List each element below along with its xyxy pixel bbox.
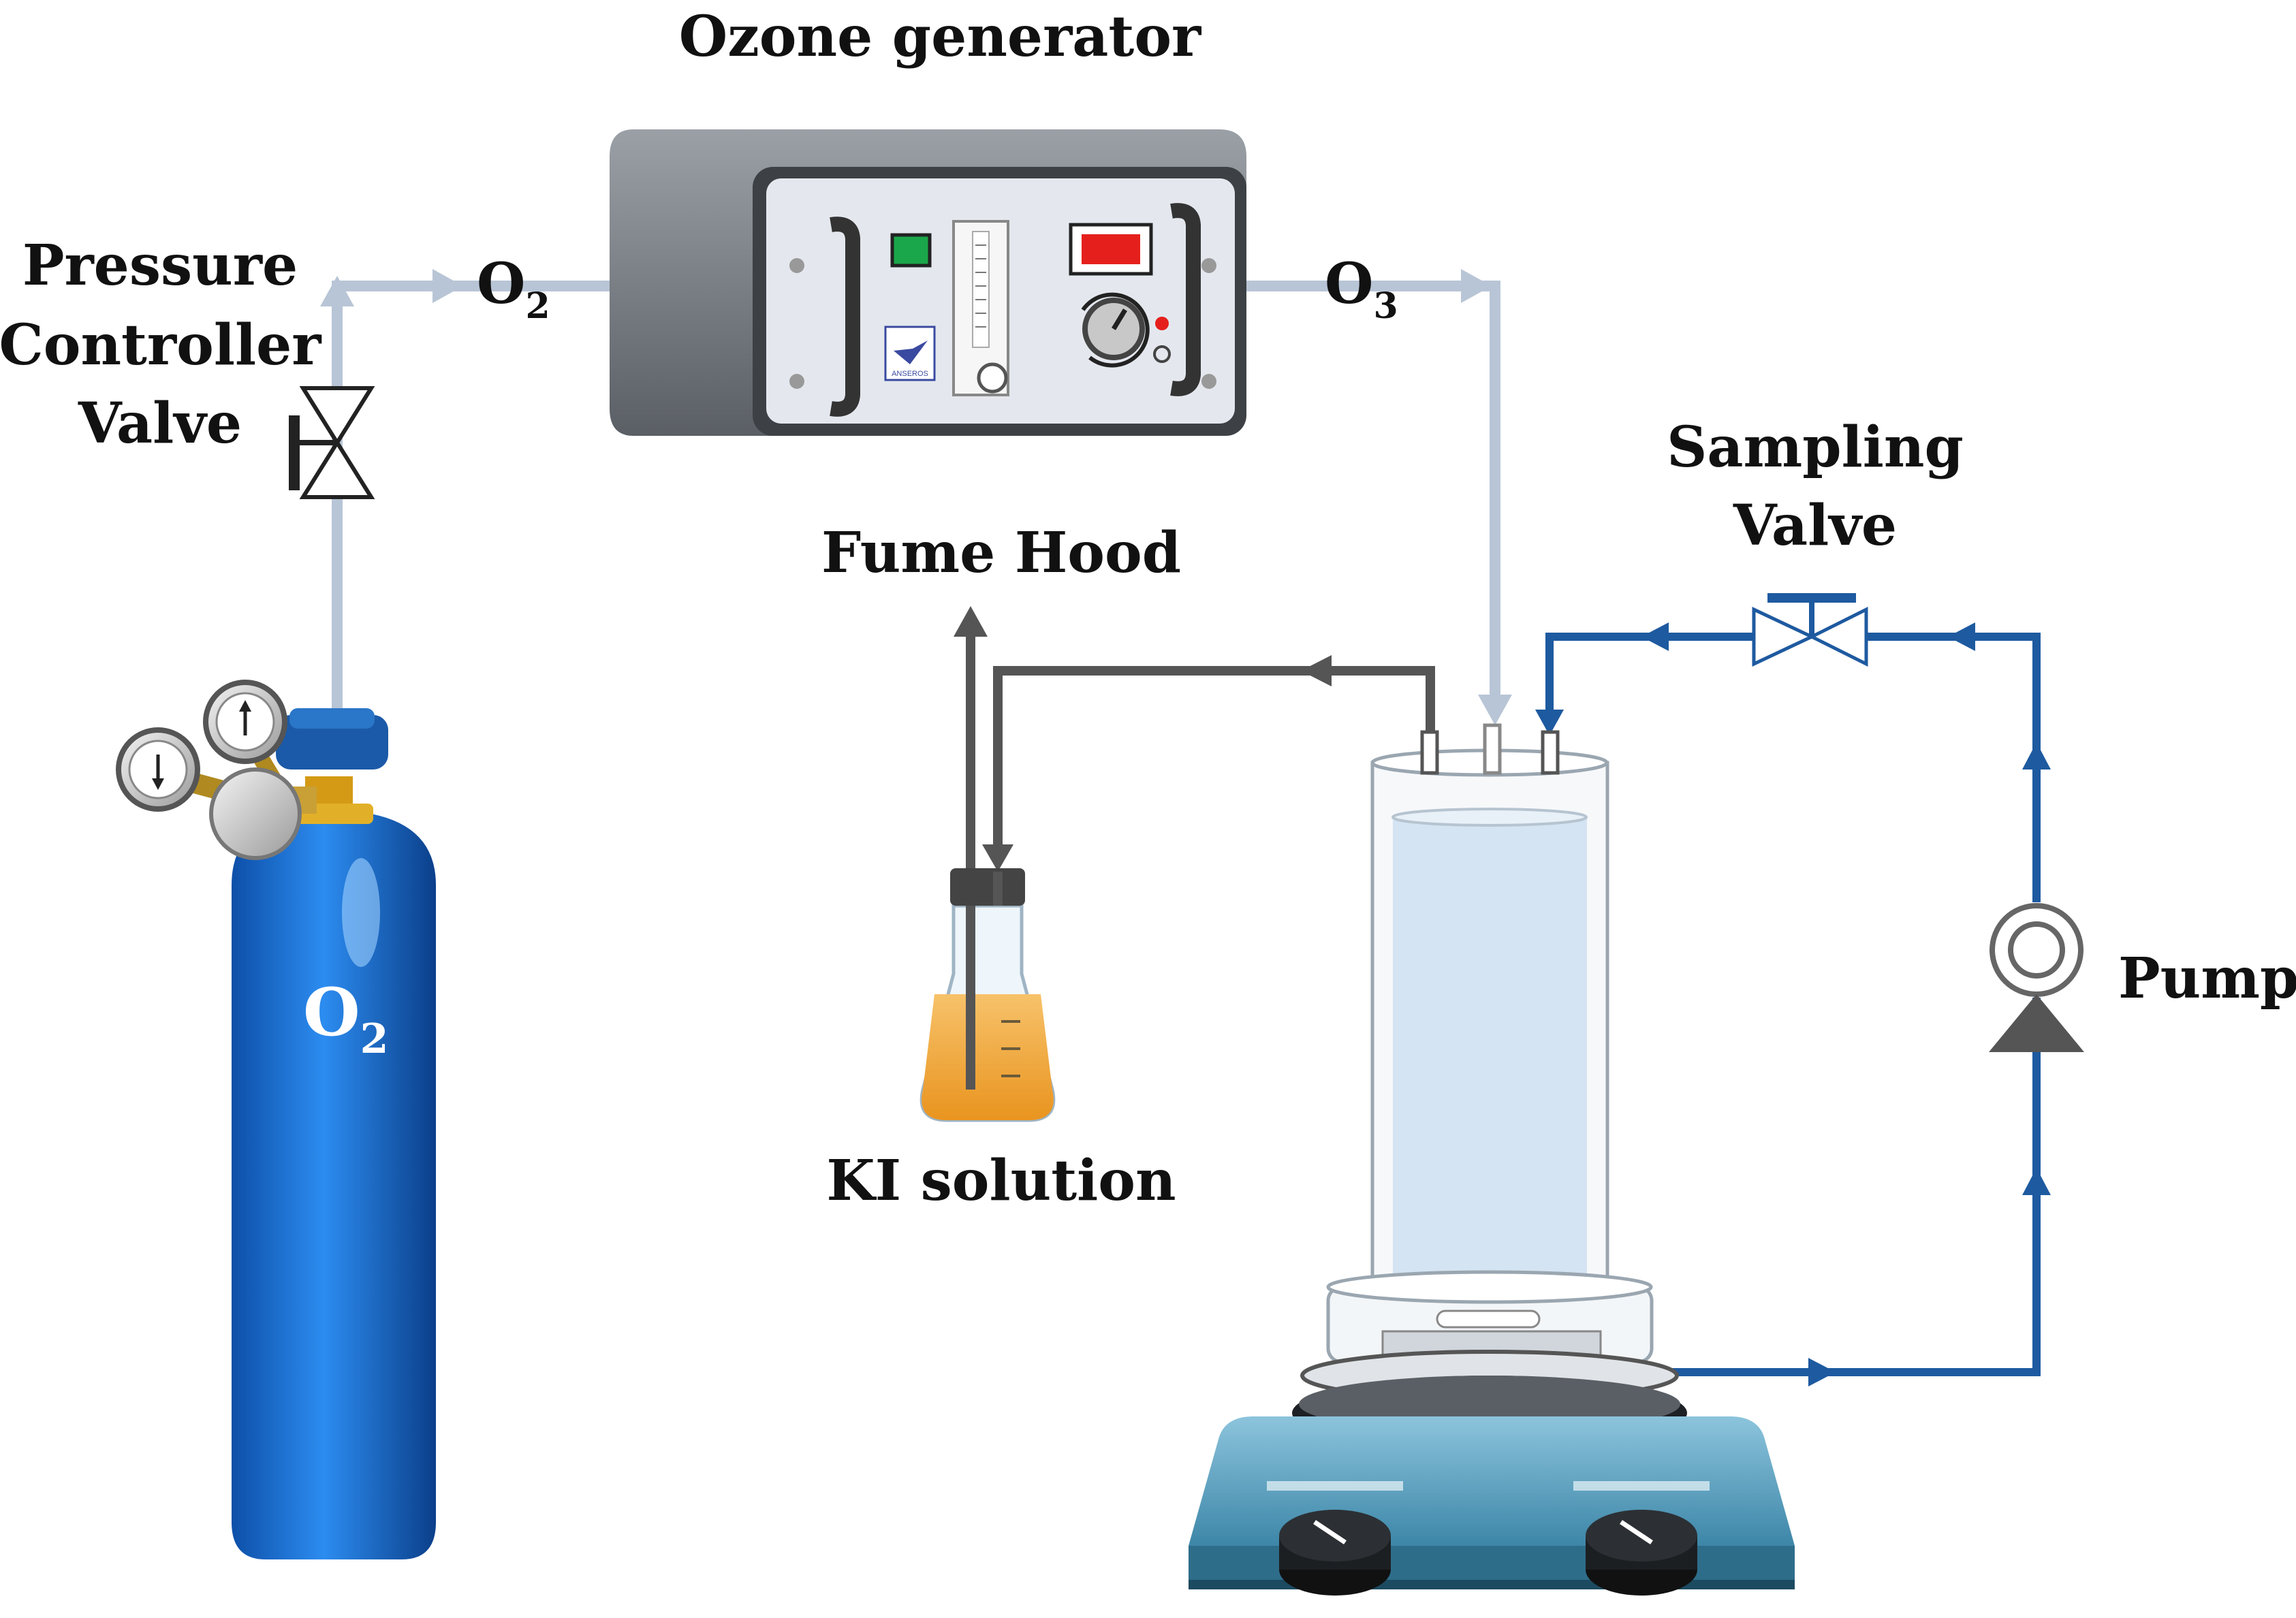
pressure-gauge-right-icon	[209, 767, 302, 860]
right-handle-icon	[1170, 203, 1201, 396]
loop-arrow-left-left	[1641, 622, 1669, 651]
pressure-valve-label-line3: Valve	[78, 391, 242, 456]
stirrer-knob-right[interactable]	[1586, 1510, 1697, 1596]
brand-text: ANSEROS	[892, 370, 928, 378]
o3-line-label: O3	[1325, 251, 1398, 327]
o2-line-label: O2	[477, 251, 550, 327]
loop-arrow-down	[1535, 710, 1564, 735]
oxygen-cylinder	[116, 680, 436, 1559]
o2-flow-arrow-up	[320, 276, 354, 306]
pump-label: Pump	[2118, 946, 2296, 1011]
magnetic-stirrer	[1189, 1376, 1795, 1596]
exhaust-arrow-down	[982, 844, 1013, 872]
loop-arrow-right-bottom	[1808, 1358, 1836, 1386]
o3-flow-arrow-down	[1478, 695, 1512, 725]
loop-arrow-left-right	[1948, 622, 1975, 651]
sampling-valve-label-line1: Sampling	[1667, 415, 1964, 480]
pressure-valve-label-line2: Controller	[0, 313, 322, 378]
sampling-valve-label-line2: Valve	[1733, 493, 1897, 558]
pressure-controller-valve[interactable]	[289, 386, 375, 499]
pressure-valve-label-line1: Pressure	[22, 233, 298, 298]
ki-flask	[919, 868, 1056, 1122]
pump[interactable]	[1989, 903, 2084, 1052]
ozone-generator: ANSEROS	[610, 129, 1246, 436]
fume-hood-arrow-up	[954, 606, 988, 637]
oxygen-feed-line	[332, 281, 613, 708]
exhaust-arrow-left	[1301, 655, 1332, 686]
left-handle-icon	[830, 217, 860, 417]
recirculation-loop	[1545, 633, 2041, 1376]
loop-arrow-up-upper	[2022, 742, 2051, 770]
ki-solution-label: KI solution	[826, 1148, 1176, 1214]
o2-flow-arrow-right	[433, 269, 463, 303]
ozone-generator-label: Ozone generator	[679, 4, 1202, 69]
loop-arrow-up-lower	[2022, 1168, 2051, 1195]
stirrer-knob-left[interactable]	[1279, 1510, 1391, 1596]
cylinder-gas-label: O2	[303, 974, 388, 1063]
status-led-icon	[1155, 317, 1169, 330]
fume-hood-label: Fume Hood	[821, 520, 1181, 586]
reactor-column	[1300, 723, 1679, 1401]
sampling-valve[interactable]	[1752, 593, 1868, 667]
power-indicator-icon	[890, 233, 932, 268]
ozone-feed-line	[1243, 281, 1500, 715]
o3-flow-arrow-right	[1461, 269, 1492, 303]
